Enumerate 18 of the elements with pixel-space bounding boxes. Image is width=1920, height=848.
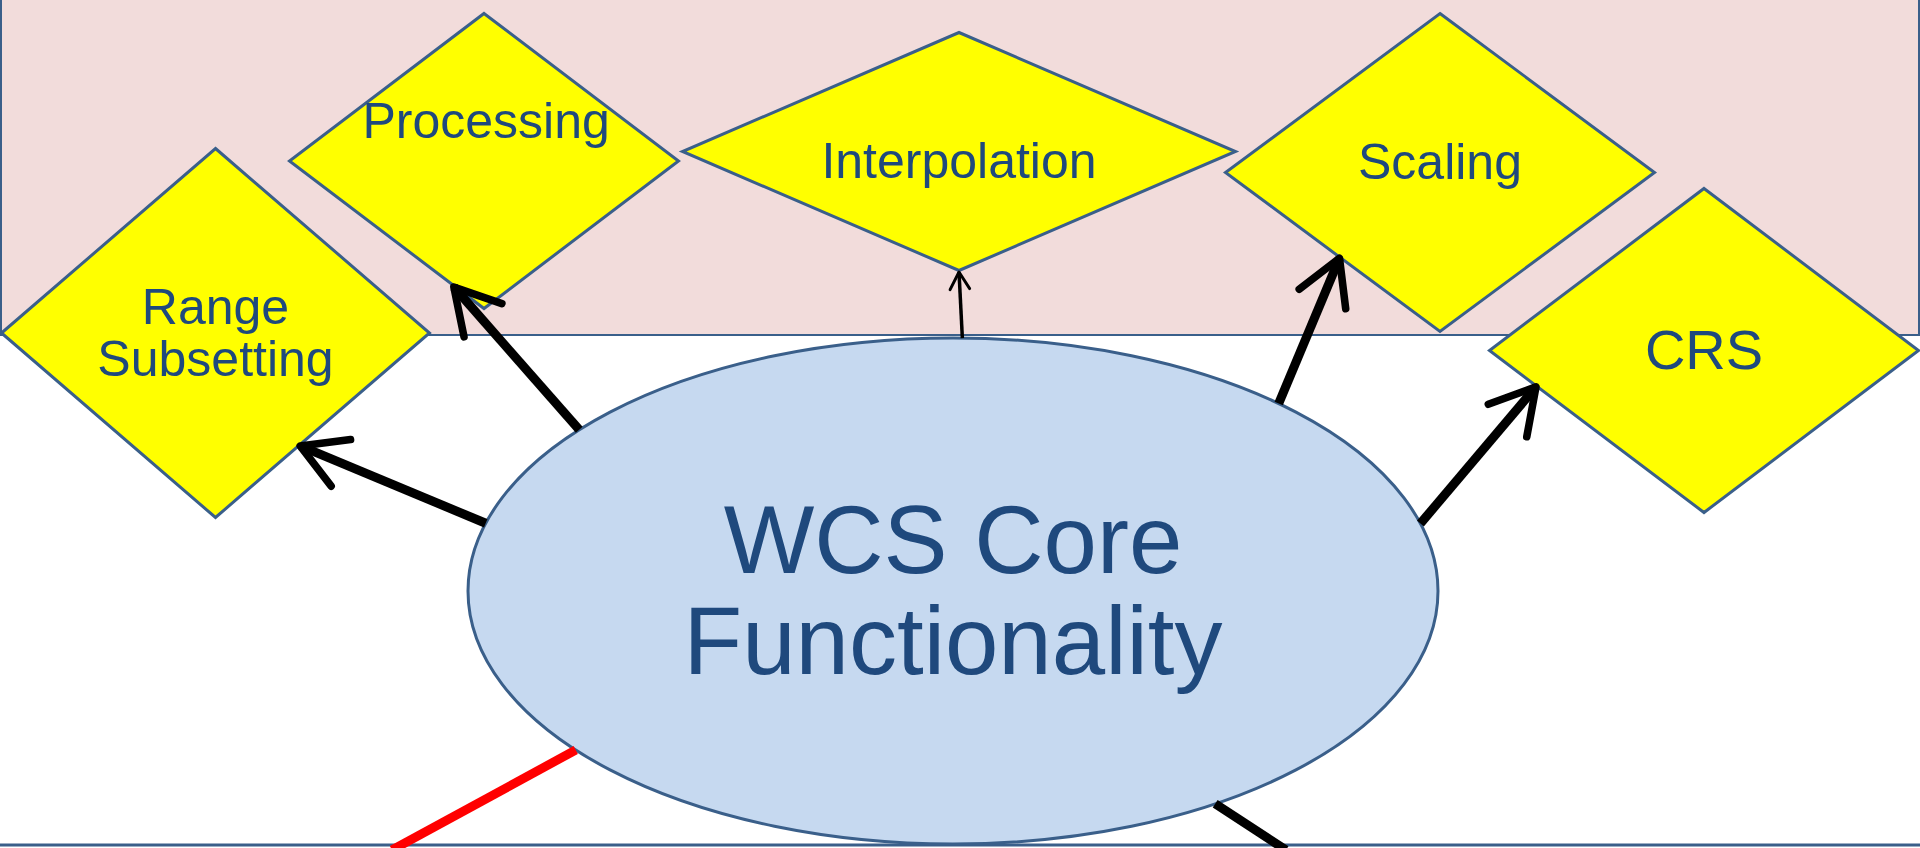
node-label: Interpolation (821, 135, 1097, 188)
diamond-node (288, 12, 680, 310)
ellipse-node (466, 336, 1440, 846)
connector-line (389, 746, 578, 848)
connector-line (1212, 800, 1289, 848)
node-label: Range Subsetting (96, 280, 335, 386)
diamond-node (0, 147, 431, 519)
diamond-node (681, 31, 1237, 272)
node-label: CRS (1644, 321, 1764, 380)
arrow (948, 270, 972, 339)
arrow (1417, 383, 1540, 527)
node-label: WCS Core Functionality (682, 490, 1224, 692)
node-label: Processing (362, 94, 606, 148)
arrow (296, 435, 488, 528)
node-label: Scaling (1358, 136, 1522, 189)
arrow (1274, 254, 1350, 406)
diamond-node (1488, 187, 1920, 514)
arrow (450, 283, 583, 433)
